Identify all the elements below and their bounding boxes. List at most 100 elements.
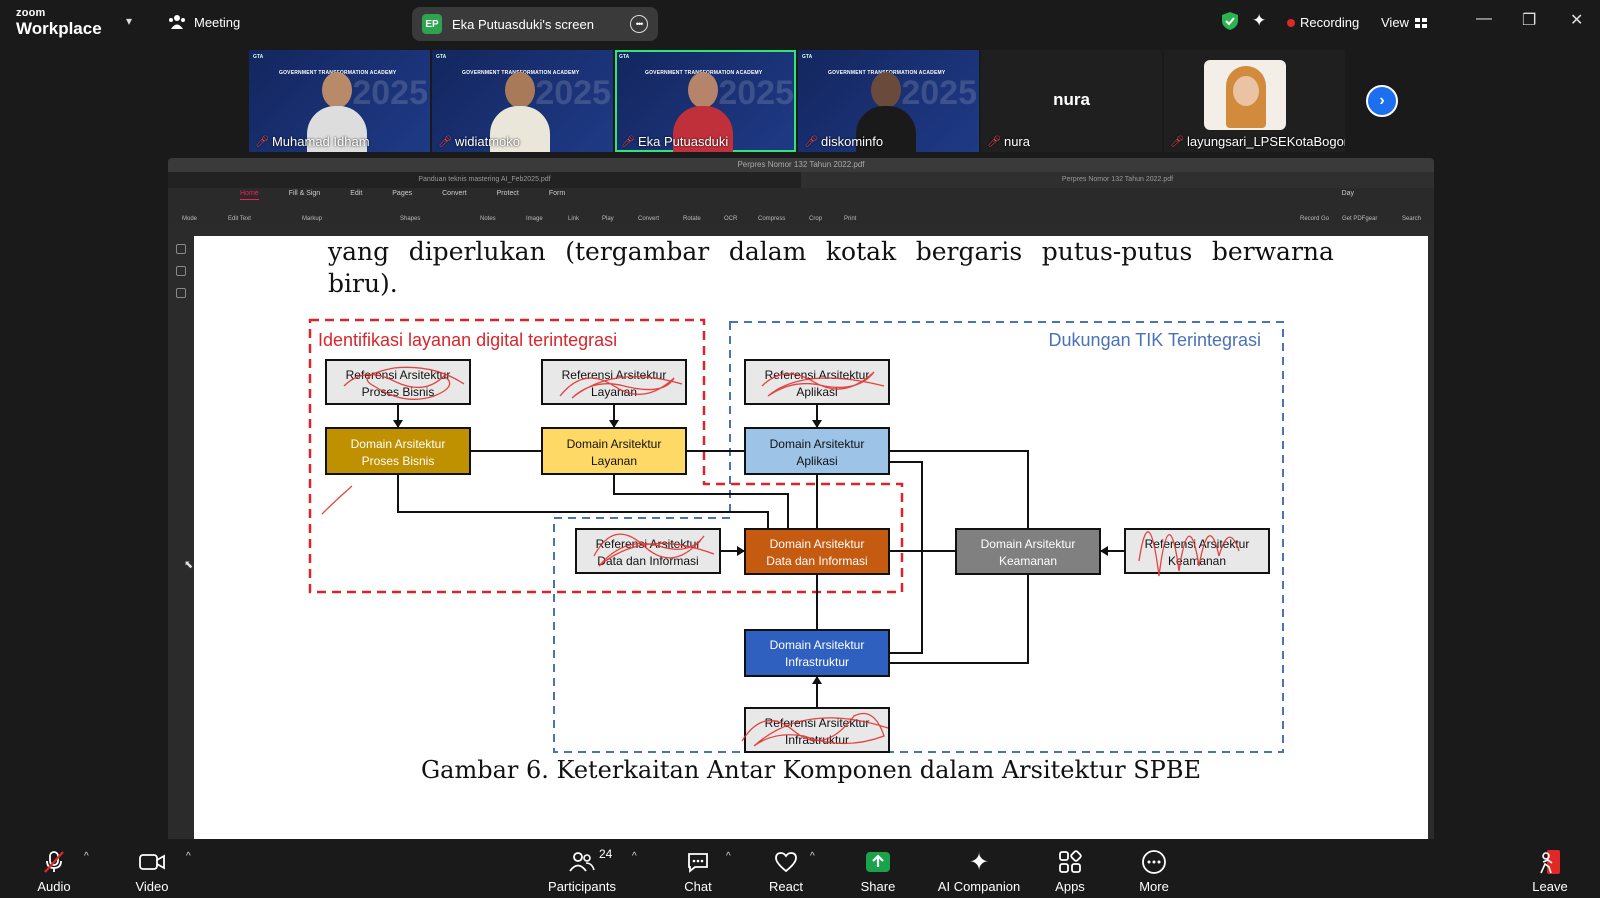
- event-year-watermark: 2025: [352, 74, 428, 112]
- more-label: More: [1139, 879, 1169, 894]
- ref-infrastruktur-box: Referensi Arsitektur Infrastruktur: [744, 707, 890, 753]
- menu-protect[interactable]: Protect: [496, 190, 519, 197]
- domain-layanan-box: Domain Arsitektur Layanan: [541, 427, 687, 475]
- participant-video: [1204, 60, 1286, 130]
- tool-convert[interactable]: Convert: [638, 216, 660, 222]
- tool-rotate[interactable]: Rotate: [683, 216, 701, 222]
- chat-button[interactable]: Chat: [682, 839, 714, 898]
- apps-button[interactable]: Apps: [1052, 839, 1088, 898]
- participant-name: diskominfo: [820, 134, 884, 149]
- participant-tile[interactable]: GTA GOVERNMENT TRANSFORMATION ACADEMY 20…: [798, 50, 979, 152]
- tool-print[interactable]: Print: [844, 216, 857, 222]
- pdf-tab[interactable]: Perpres Nomor 132 Tahun 2022.pdf: [1061, 176, 1174, 183]
- domain-proses-bisnis-box: Domain Arsitektur Proses Bisnis: [325, 427, 471, 475]
- minimize-icon[interactable]: —: [1476, 10, 1492, 27]
- box-label: Domain Arsitektur: [770, 638, 865, 652]
- paragraph-word: bergaris: [915, 237, 1023, 266]
- view-button[interactable]: View: [1381, 15, 1427, 30]
- tool-edit-text[interactable]: Edit Text: [228, 216, 251, 222]
- tool-get-pdfgear[interactable]: Get PDFgear: [1342, 216, 1378, 222]
- share-button[interactable]: Share: [860, 839, 896, 898]
- screen-share-indicator[interactable]: EP Eka Putuasduki's screen •••: [412, 7, 658, 41]
- paragraph-word: diperlukan: [408, 237, 546, 266]
- tool-search[interactable]: Search: [1402, 216, 1422, 222]
- ai-companion-button[interactable]: ✦ AI Companion: [936, 839, 1022, 898]
- tool-link[interactable]: Link: [568, 216, 580, 222]
- tool-mode[interactable]: Mode: [182, 216, 198, 222]
- tool-markup[interactable]: Markup: [302, 216, 323, 222]
- audio-button[interactable]: Audio: [36, 839, 72, 898]
- pdf-tab[interactable]: Panduan teknis mastering AI_Feb2025.pdf: [168, 172, 801, 188]
- participant-tile[interactable]: GTA GOVERNMENT TRANSFORMATION ACADEMY 20…: [249, 50, 430, 152]
- pdf-toolbar: Mode Edit Text Markup Shapes Notes Image…: [168, 200, 1434, 224]
- region-red-label: Identifikasi layanan digital terintegras…: [318, 330, 617, 350]
- box-label: Domain Arsitektur: [567, 437, 662, 451]
- tool-notes[interactable]: Notes: [480, 216, 496, 222]
- tool-record-go[interactable]: Record Go: [1300, 216, 1330, 222]
- react-options-caret-icon[interactable]: ^: [810, 851, 815, 862]
- menu-home[interactable]: Home: [240, 188, 259, 200]
- video-button[interactable]: Video: [131, 839, 173, 898]
- box-label: Layanan: [591, 454, 637, 468]
- participant-tile-no-video[interactable]: nura 🎤︎nura: [981, 50, 1162, 152]
- thumbnails-icon[interactable]: [176, 244, 186, 254]
- paragraph-word: berwarna: [1211, 237, 1334, 266]
- tool-ocr[interactable]: OCR: [724, 216, 738, 222]
- menu-edit[interactable]: Edit: [350, 190, 363, 197]
- paragraph-word: putus-putus: [1041, 237, 1193, 266]
- figure-caption: Gambar 6. Keterkaitan Antar Komponen dal…: [421, 756, 1201, 784]
- bookmark-icon[interactable]: [176, 266, 186, 276]
- ai-companion-label: AI Companion: [937, 879, 1021, 894]
- event-banner-logo: GTA: [619, 54, 630, 60]
- participant-tile[interactable]: GTA GOVERNMENT TRANSFORMATION ACADEMY 20…: [432, 50, 613, 152]
- box-label: Domain Arsitektur: [351, 437, 446, 451]
- mic-muted-icon: 🎤︎: [438, 136, 452, 148]
- event-banner-logo: GTA: [802, 54, 813, 60]
- leave-button[interactable]: Leave: [1532, 839, 1568, 898]
- menu-pages[interactable]: Pages: [392, 190, 413, 197]
- tool-image[interactable]: Image: [526, 216, 543, 222]
- box-label: Layanan: [591, 385, 637, 399]
- recording-indicator[interactable]: Recording: [1287, 15, 1359, 30]
- menu-convert[interactable]: Convert: [442, 190, 467, 197]
- audio-options-caret-icon[interactable]: ^: [84, 851, 89, 862]
- participant-tile-active-speaker[interactable]: GTA GOVERNMENT TRANSFORMATION ACADEMY 20…: [615, 50, 796, 152]
- comment-icon[interactable]: [176, 288, 186, 298]
- next-page-arrow-icon[interactable]: ›: [1366, 85, 1398, 117]
- theme-toggle[interactable]: Day: [1341, 190, 1354, 197]
- mic-muted-icon: 🎤︎: [804, 136, 818, 148]
- zoom-workplace-logo[interactable]: zoom Workplace: [16, 8, 102, 38]
- ref-layanan-box: Referensi Arsitektur Layanan: [541, 359, 687, 405]
- box-label: Referensi Arsitektur: [765, 716, 870, 730]
- more-button[interactable]: More: [1136, 839, 1172, 898]
- event-banner-logo: GTA: [253, 54, 264, 60]
- chevron-down-icon[interactable]: ▾: [126, 14, 133, 28]
- meeting-controls-bar: Audio ^ Video ^ Participants 24 ^ Chat ^: [0, 839, 1600, 898]
- logo-bottom-text: Workplace: [16, 19, 102, 38]
- chat-options-caret-icon[interactable]: ^: [726, 851, 731, 862]
- ref-data-informasi-box: Referensi Arsitektur Data dan Informasi: [575, 528, 721, 574]
- ai-companion-sparkle-icon: ✦: [968, 848, 990, 876]
- box-label: Keamanan: [999, 554, 1057, 568]
- menu-form[interactable]: Form: [548, 190, 566, 197]
- close-icon[interactable]: ✕: [1570, 12, 1584, 29]
- participants-button[interactable]: Participants: [544, 839, 620, 898]
- tool-play[interactable]: Play: [602, 216, 614, 222]
- react-button[interactable]: React: [768, 839, 804, 898]
- participant-tile[interactable]: 🎤︎layungsari_LPSEKotaBogor: [1164, 50, 1345, 152]
- ai-sparkle-icon[interactable]: ✦: [1252, 11, 1267, 30]
- mic-muted-icon: [42, 849, 66, 875]
- tool-shapes[interactable]: Shapes: [400, 216, 421, 222]
- menu-fill-sign[interactable]: Fill & Sign: [288, 190, 321, 197]
- more-options-icon[interactable]: •••: [630, 15, 648, 33]
- tool-crop[interactable]: Crop: [809, 216, 823, 222]
- pdf-tab-bar: Panduan teknis mastering AI_Feb2025.pdf …: [168, 172, 1434, 188]
- encryption-shield-icon[interactable]: [1222, 12, 1238, 30]
- participants-options-caret-icon[interactable]: ^: [632, 851, 637, 862]
- restore-icon[interactable]: ❐: [1522, 12, 1537, 29]
- video-options-caret-icon[interactable]: ^: [186, 851, 191, 862]
- meeting-menu[interactable]: Meeting: [168, 14, 240, 30]
- domain-keamanan-box: Domain Arsitektur Keamanan: [955, 528, 1101, 575]
- tool-compress[interactable]: Compress: [758, 216, 786, 222]
